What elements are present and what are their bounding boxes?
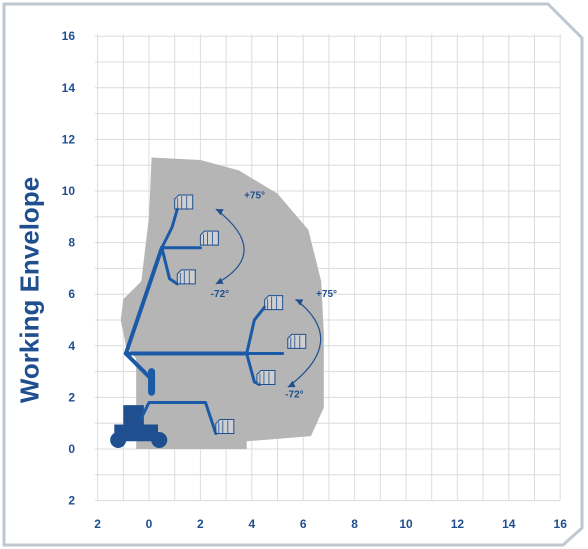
basket-outline bbox=[264, 295, 284, 311]
platform-basket-icon bbox=[256, 370, 276, 385]
x-tick-label: 14 bbox=[502, 517, 516, 531]
basket-rails bbox=[218, 420, 229, 434]
x-tick-label: 12 bbox=[451, 517, 465, 531]
axis-ticks: 2 0 2 4 6 8 10 12 14 16 16 14 12 10 8 6 4 2 0 2 bbox=[62, 29, 568, 531]
basket-outline bbox=[176, 269, 196, 285]
arrowhead bbox=[215, 209, 224, 216]
x-tick-label: 2 bbox=[197, 517, 204, 531]
y-tick-label: 10 bbox=[62, 184, 76, 198]
y-tick-label: 8 bbox=[68, 236, 75, 250]
basket-rails bbox=[179, 270, 190, 284]
y-tick-label: 2 bbox=[68, 494, 75, 508]
basket-rails bbox=[202, 232, 213, 246]
arrowhead bbox=[215, 277, 224, 284]
platform-basket-icon bbox=[215, 419, 235, 435]
basket-outline bbox=[256, 370, 276, 385]
y-tick-label: 16 bbox=[62, 29, 76, 43]
annotations: +75° -72° +75° -72° bbox=[211, 191, 337, 401]
y-tick-label: 0 bbox=[68, 442, 75, 456]
angle-annotation: -72° bbox=[285, 389, 303, 400]
chassis-base bbox=[114, 424, 158, 439]
x-tick-label: 0 bbox=[146, 517, 153, 531]
platform-basket-icon bbox=[174, 194, 194, 210]
y-tick-label: 12 bbox=[62, 132, 76, 146]
basket-rails bbox=[177, 196, 188, 210]
y-axis-label: Working Envelope bbox=[14, 176, 45, 404]
jib-top-down bbox=[160, 246, 179, 286]
x-tick-label: 16 bbox=[554, 517, 568, 531]
machine-layer bbox=[110, 194, 307, 448]
x-tick-label: 4 bbox=[248, 517, 255, 531]
x-tick-label: 2 bbox=[94, 517, 101, 531]
angle-annotation: +75° bbox=[244, 191, 265, 202]
x-tick-label: 6 bbox=[300, 517, 307, 531]
angle-annotation: -72° bbox=[211, 289, 229, 300]
jib-low bbox=[139, 401, 218, 436]
arrowhead bbox=[287, 380, 296, 388]
x-tick-label: 8 bbox=[351, 517, 358, 531]
jib-top-up bbox=[160, 207, 179, 250]
jib-right-up bbox=[245, 305, 267, 356]
y-tick-label: 14 bbox=[62, 81, 76, 95]
rotation-arc-arrow-icon bbox=[287, 298, 322, 388]
platform-basket-icon bbox=[264, 295, 284, 311]
basket-outline bbox=[174, 194, 194, 210]
arrowhead bbox=[295, 299, 304, 306]
platform-basket-icon bbox=[199, 230, 219, 246]
wheel-rear bbox=[110, 431, 127, 448]
wheel-front bbox=[151, 431, 168, 448]
x-tick-label: 10 bbox=[399, 517, 413, 531]
platform-basket-icon bbox=[287, 333, 307, 349]
basket-outline bbox=[215, 419, 235, 435]
jib-right-down bbox=[245, 352, 262, 386]
angle-annotation: +75° bbox=[316, 289, 337, 300]
platform-basket-icon bbox=[176, 269, 196, 285]
basket-rails bbox=[259, 371, 270, 385]
main-boom-elevated bbox=[123, 245, 164, 356]
basket-rails bbox=[267, 296, 278, 310]
y-tick-label: 4 bbox=[68, 339, 75, 353]
mast-link bbox=[123, 351, 154, 382]
basket-outline bbox=[199, 230, 219, 246]
y-tick-label: 6 bbox=[68, 287, 75, 301]
axle bbox=[115, 437, 157, 442]
rotation-arc-arrow-icon bbox=[215, 208, 245, 285]
chassis-body bbox=[123, 405, 144, 425]
basket-rails bbox=[290, 335, 301, 349]
y-tick-label: 2 bbox=[68, 390, 75, 404]
basket-outline bbox=[287, 333, 307, 349]
